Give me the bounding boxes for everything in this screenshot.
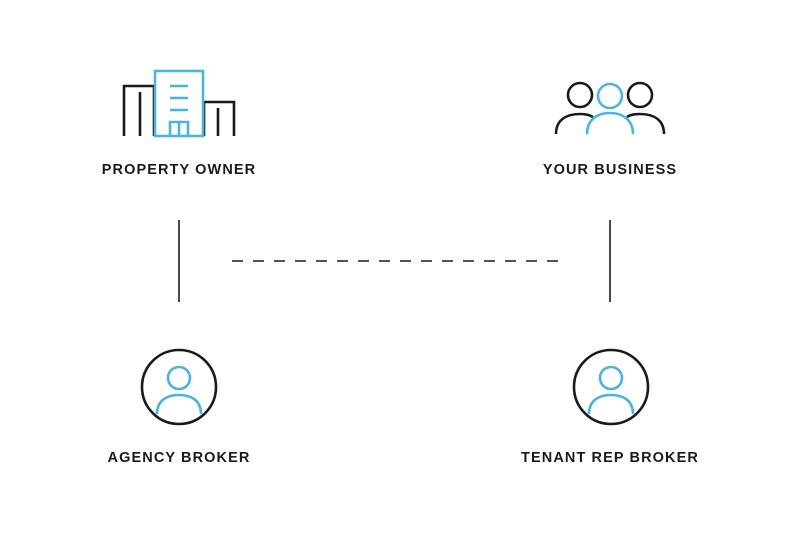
connector-dashed-broker-link xyxy=(232,260,558,262)
building-icon xyxy=(122,69,236,138)
connector-business-tenant-rep xyxy=(609,220,611,302)
label-agency-broker: AGENCY BROKER xyxy=(107,450,251,466)
people-group-icon xyxy=(554,81,666,135)
label-tenant-rep-broker: TENANT REP BROKER xyxy=(521,450,699,466)
label-property-owner: PROPERTY OWNER xyxy=(101,162,257,178)
user-circle-icon xyxy=(140,348,218,426)
user-circle-icon xyxy=(572,348,650,426)
label-your-business: YOUR BUSINESS xyxy=(542,162,678,178)
connector-owner-agency xyxy=(178,220,180,302)
